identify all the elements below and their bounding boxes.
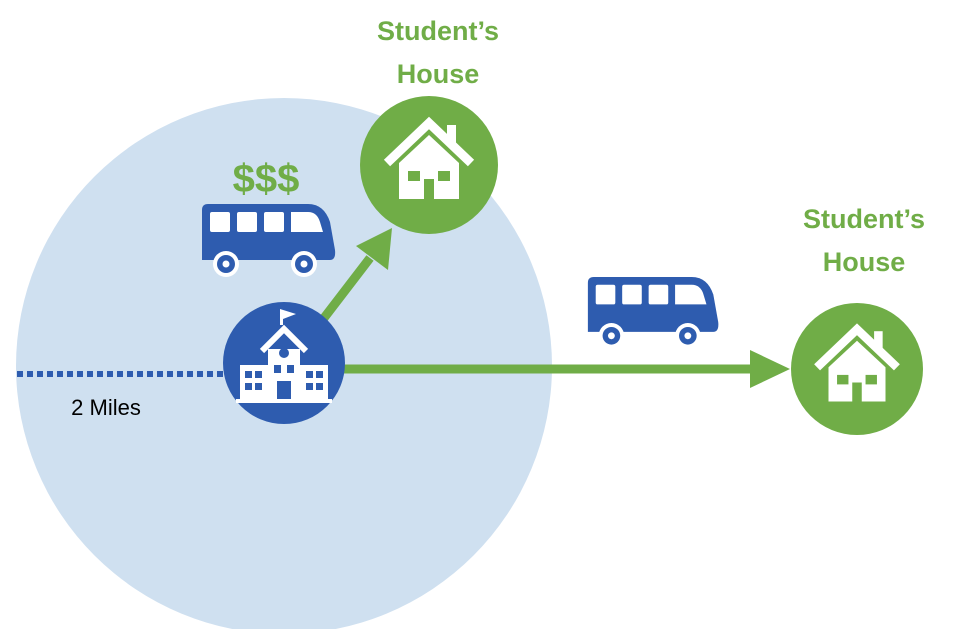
far-house: [791, 303, 923, 435]
cost-label: $$$: [233, 157, 300, 201]
bus-icon: [587, 276, 719, 349]
arrow-to-far-house: [340, 350, 790, 388]
distance-label: 2 Miles: [71, 395, 141, 420]
far-house-label-line-1: Student’s: [803, 204, 925, 234]
near-house-label-line-2: House: [397, 59, 480, 89]
school: [223, 302, 345, 424]
far-house-label-line-2: House: [823, 247, 906, 277]
near-house-label-line-1: Student’s: [377, 16, 499, 46]
arrow-to-near-house: [320, 228, 392, 321]
near-house: [360, 96, 498, 234]
